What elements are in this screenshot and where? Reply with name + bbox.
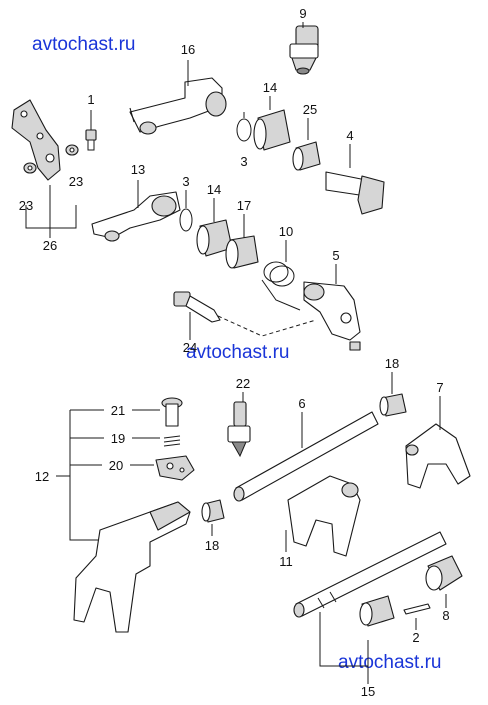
callout-1: 1 (87, 92, 94, 107)
callout-22: 22 (236, 376, 250, 391)
part-21-pin (161, 397, 183, 427)
part-3-oring-upper (236, 118, 252, 142)
part-22-switch (227, 401, 251, 458)
part-18-bush-lower (201, 499, 225, 523)
part-10-rings (261, 261, 301, 311)
callout-15: 15 (361, 684, 375, 699)
part-20-plate (155, 455, 195, 481)
part-2-pin (403, 603, 431, 615)
callout-7: 7 (436, 380, 443, 395)
callout-10: 10 (279, 224, 293, 239)
callout-8: 8 (442, 608, 449, 623)
callout-13: 13 (131, 162, 145, 177)
callout-21: 21 (111, 403, 125, 418)
part-8-sleeve (425, 555, 463, 591)
part-19-spring (163, 435, 181, 447)
watermark-middle: avtochast.ru (186, 342, 290, 363)
callout-26: 26 (43, 238, 57, 253)
part-6-shaft (233, 411, 379, 502)
part-9-plug (289, 25, 319, 75)
callout-18-upper: 18 (385, 356, 399, 371)
callout-23-right: 23 (69, 174, 83, 189)
callout-2: 2 (412, 630, 419, 645)
part-11-fork (287, 475, 361, 557)
part-24-bolt (173, 291, 221, 323)
part-25-bearing (292, 141, 321, 171)
callout-25: 25 (303, 102, 317, 117)
part-4-sleeve (325, 171, 385, 215)
part-17-bush (225, 235, 259, 269)
callout-20: 20 (109, 458, 123, 473)
callout-14-upper: 14 (263, 80, 277, 95)
callout-6: 6 (298, 396, 305, 411)
callout-14-lower: 14 (207, 182, 221, 197)
part-sleeve-with-pin (359, 595, 395, 627)
part-26-bracket (11, 99, 61, 181)
part-23-washer-left (23, 162, 37, 174)
watermark-top: avtochast.ru (32, 34, 136, 55)
part-15-shaft (293, 531, 447, 618)
callout-9: 9 (299, 6, 306, 21)
part-14-bush-upper (253, 109, 291, 151)
callout-19: 19 (111, 431, 125, 446)
part-18-bush-upper (379, 393, 407, 417)
callout-18-lower: 18 (205, 538, 219, 553)
part-23-washer-right (65, 144, 79, 156)
callout-12: 12 (35, 469, 49, 484)
callout-16: 16 (181, 42, 195, 57)
part-5-bracket (303, 281, 361, 351)
callout-23-left: 23 (19, 198, 33, 213)
watermark-bottom: avtochast.ru (338, 652, 442, 673)
callout-11: 11 (279, 554, 293, 569)
part-16-lever (129, 77, 227, 135)
part-12-fork (73, 501, 191, 633)
callout-4: 4 (346, 128, 353, 143)
callout-3-lower: 3 (182, 174, 189, 189)
callout-3-upper: 3 (240, 154, 247, 169)
part-13-lever (91, 191, 181, 242)
part-3-oring-lower (179, 208, 193, 232)
callout-5: 5 (332, 248, 339, 263)
callout-24: 24 (183, 340, 197, 355)
part-1-bolt (85, 129, 97, 151)
callout-17: 17 (237, 198, 251, 213)
part-7-fork (405, 423, 471, 489)
